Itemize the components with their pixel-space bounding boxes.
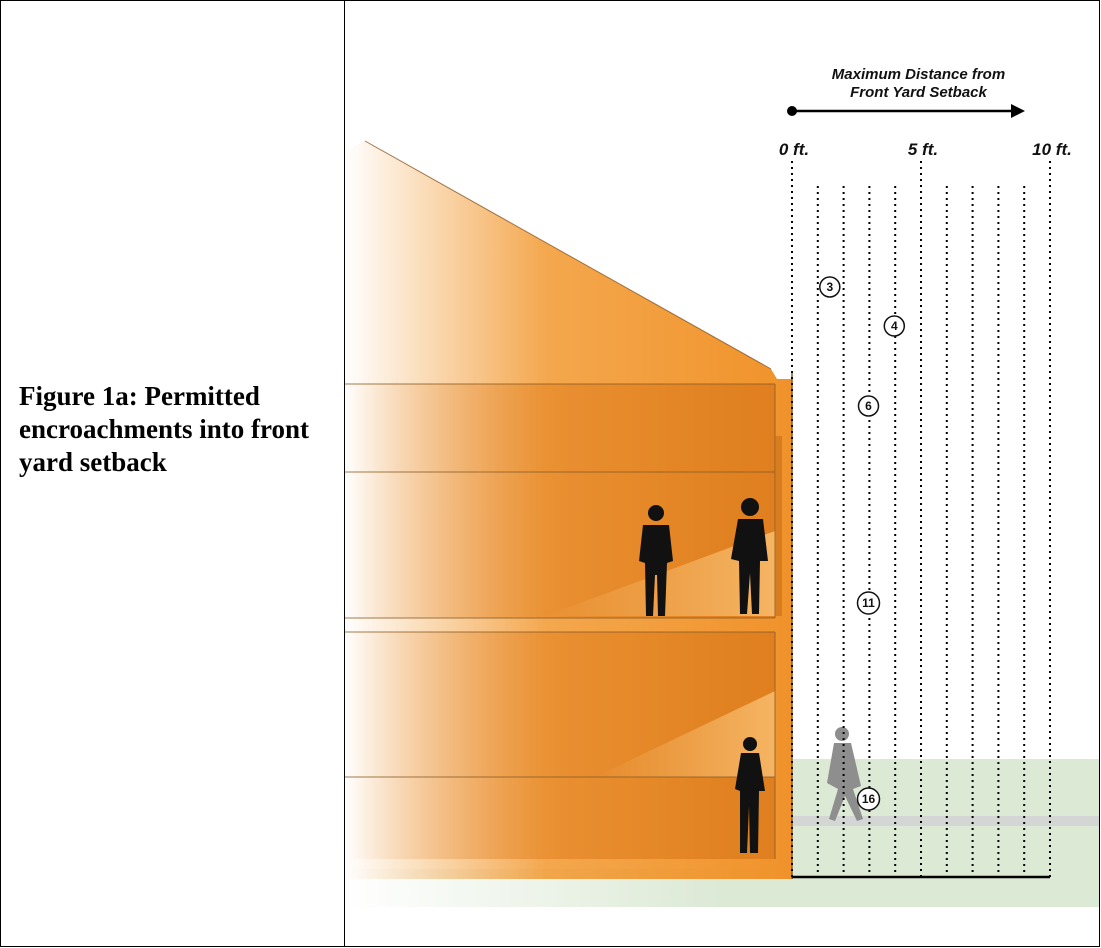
person-silhouette-2 — [731, 498, 768, 614]
floor-band-ground — [345, 777, 775, 859]
person-silhouette-3 — [735, 737, 765, 853]
callout-number: 16 — [862, 792, 876, 806]
callout-number: 11 — [862, 596, 875, 610]
encroachment-callouts: 3 4 6 11 16 — [819, 276, 906, 811]
callout-6: 6 — [857, 395, 880, 417]
setback-diagram: Maximum Distance from Front Yard Setback… — [345, 66, 1099, 907]
callout-4: 4 — [883, 315, 906, 337]
callout-16: 16 — [856, 787, 881, 811]
callout-11: 11 — [856, 591, 881, 615]
tick-label-5ft: 5 ft. — [908, 140, 938, 159]
balcony-rail — [775, 436, 782, 616]
tick-label-10ft: 10 ft. — [1032, 140, 1072, 159]
table-divider — [344, 0, 345, 947]
pedestrian-silhouette — [827, 727, 863, 821]
figure-caption: Figure 1a: Permitted encroachments into … — [19, 381, 309, 477]
callout-number: 3 — [826, 280, 833, 294]
tick-label-0ft: 0 ft. — [779, 140, 809, 159]
setback-grid-lines — [791, 161, 1051, 877]
person-silhouette-1 — [639, 505, 673, 616]
direction-arrow-head — [1011, 104, 1025, 118]
callout-3: 3 — [819, 276, 841, 298]
direction-label-line-2: Front Yard Setback — [850, 84, 987, 101]
floor-band-upper — [345, 384, 775, 472]
callout-number: 4 — [891, 319, 898, 333]
light-patch-lower — [595, 691, 775, 777]
direction-label-line-1: Maximum Distance from — [832, 66, 1005, 83]
floor-outlines — [345, 140, 776, 859]
callout-number: 6 — [865, 399, 872, 413]
scale-tick-labels: 0 ft. 5 ft. 10 ft. — [779, 140, 1072, 159]
sidewalk — [792, 816, 1099, 826]
